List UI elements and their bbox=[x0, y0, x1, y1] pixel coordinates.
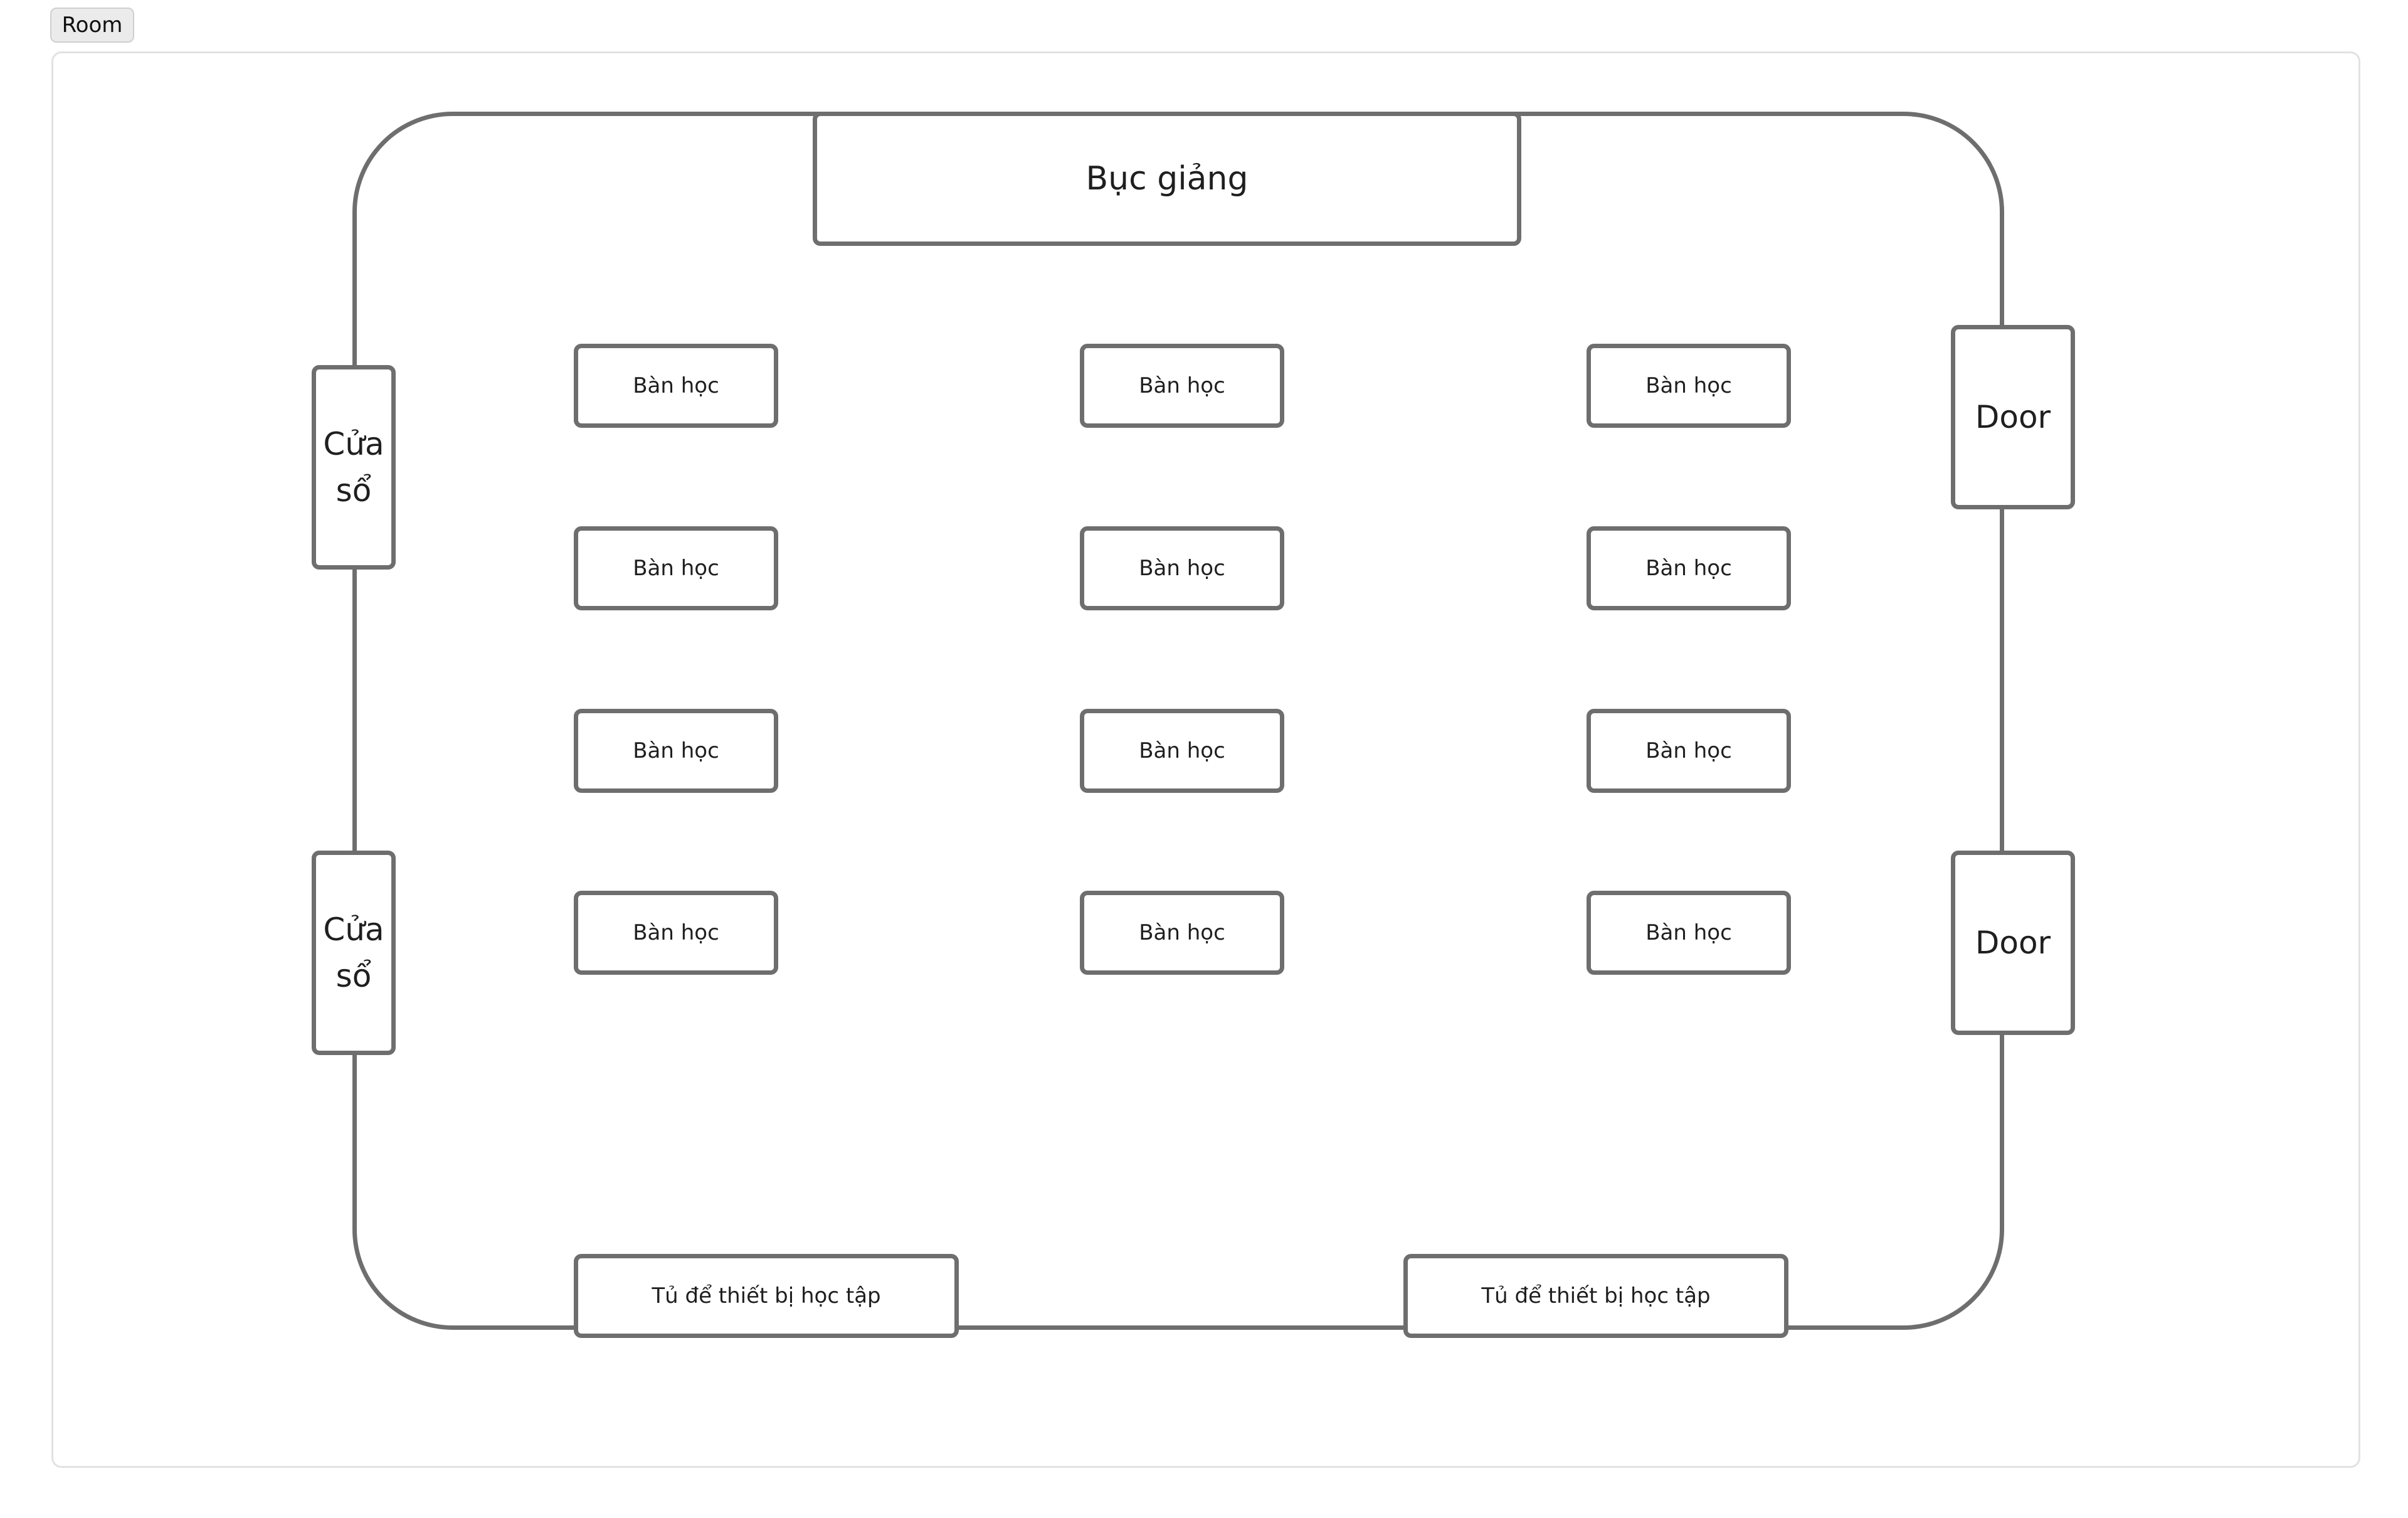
desk-r1-c1[interactable]: Bàn học bbox=[574, 344, 778, 428]
podium[interactable]: Bục giảng bbox=[813, 112, 1521, 246]
cabinet-left[interactable]: Tủ để thiết bị học tập bbox=[574, 1254, 959, 1338]
desk-r3-c3[interactable]: Bàn học bbox=[1587, 709, 1791, 793]
desk-r4-c3[interactable]: Bàn học bbox=[1587, 891, 1791, 975]
desk-r4-c2[interactable]: Bàn học bbox=[1080, 891, 1284, 975]
door-bottom[interactable]: Door bbox=[1951, 851, 2075, 1035]
desk-r2-c3[interactable]: Bàn học bbox=[1587, 526, 1791, 610]
desk-r1-c2[interactable]: Bàn học bbox=[1080, 344, 1284, 428]
window-top[interactable]: Cửa sổ bbox=[312, 365, 396, 570]
desk-r3-c2[interactable]: Bàn học bbox=[1080, 709, 1284, 793]
desk-r4-c1[interactable]: Bàn học bbox=[574, 891, 778, 975]
desk-r3-c1[interactable]: Bàn học bbox=[574, 709, 778, 793]
desk-r1-c3[interactable]: Bàn học bbox=[1587, 344, 1791, 428]
window-bottom[interactable]: Cửa sổ bbox=[312, 851, 396, 1055]
desk-r2-c2[interactable]: Bàn học bbox=[1080, 526, 1284, 610]
cabinet-right[interactable]: Tủ để thiết bị học tập bbox=[1403, 1254, 1788, 1338]
door-top[interactable]: Door bbox=[1951, 325, 2075, 509]
room-tab[interactable]: Room bbox=[50, 8, 134, 43]
desk-r2-c1[interactable]: Bàn học bbox=[574, 526, 778, 610]
